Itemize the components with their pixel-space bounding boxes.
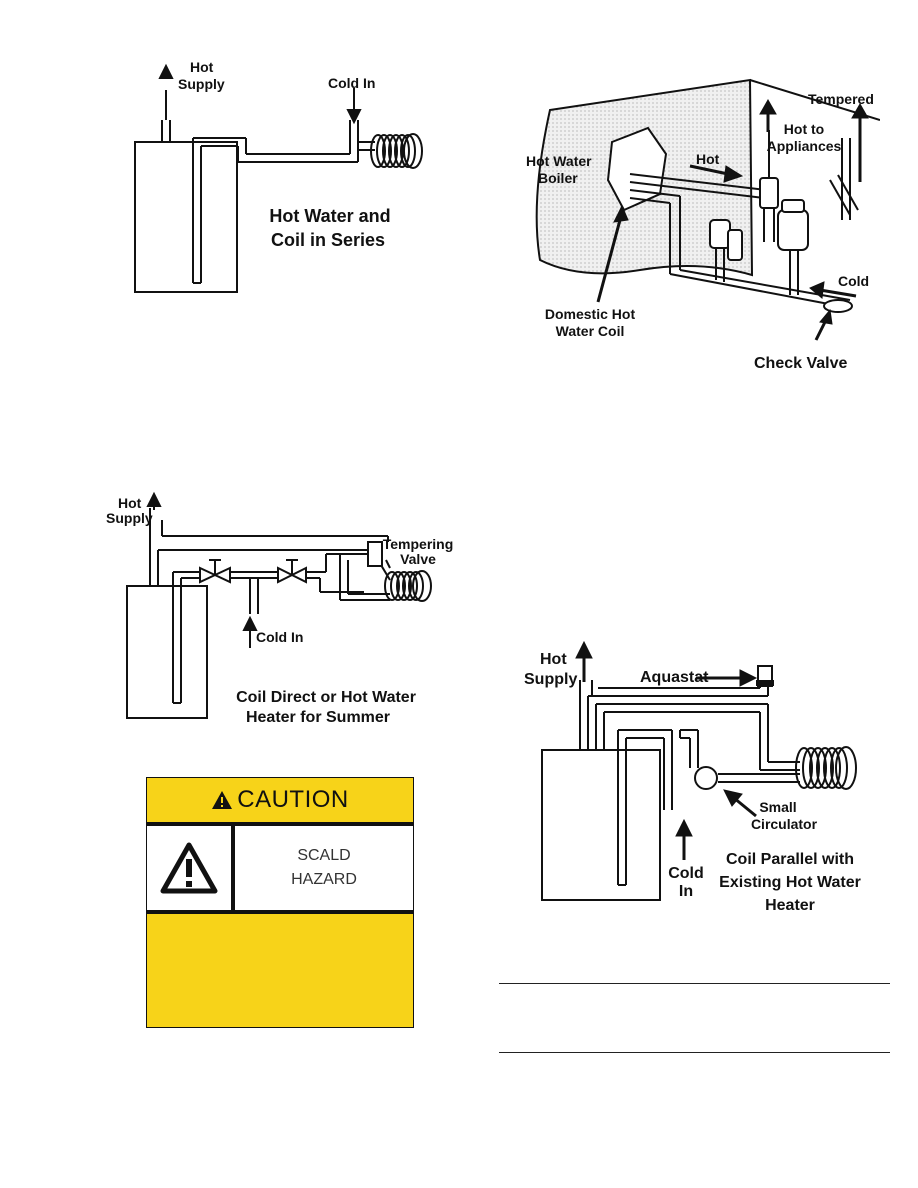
valve-1-icon (199, 566, 218, 584)
coil-icon (384, 570, 432, 602)
cold-in-label: Cold In (328, 75, 375, 91)
tempering-valve-body (777, 209, 809, 251)
caution-label: CAUTION SCALD HAZARD (146, 777, 414, 1028)
coil-arrow-icon (596, 219, 622, 303)
check-valve-label: Check Valve (754, 355, 848, 372)
warning-triangle-icon (160, 842, 218, 894)
caution-message: SCALD HAZARD (235, 826, 413, 910)
valve-2-icon (277, 566, 295, 584)
caution-header: CAUTION (147, 778, 413, 826)
check-valve-arrow-icon (814, 319, 828, 341)
aquastat-label: Aquastat (640, 669, 709, 686)
divider-bottom (499, 1052, 890, 1053)
caution-title: CAUTION (237, 786, 349, 813)
hot-arrow-icon (689, 164, 729, 176)
check-valve-body (823, 299, 853, 313)
divider-top (499, 983, 890, 984)
tempered-label: Tempered (808, 91, 874, 107)
circulator-arrow-icon (733, 796, 757, 818)
water-heater-tank (541, 749, 661, 901)
circulator-icon (694, 766, 718, 790)
hot-label: Hot (696, 151, 720, 167)
coil-icon (370, 133, 423, 169)
caution-body: SCALD HAZARD (147, 826, 413, 914)
caution-line-2: HAZARD (291, 871, 357, 888)
coil-icon (795, 746, 857, 790)
warning-symbol-cell (147, 826, 231, 910)
cold-label: Cold (838, 273, 869, 289)
tempering-valve-icon (367, 541, 383, 567)
cold-arrow-icon (819, 288, 857, 298)
water-heater-tank (134, 141, 238, 293)
cold-in-label: Cold In (256, 629, 303, 645)
water-heater-tank (126, 585, 208, 719)
warning-triangle-icon (212, 791, 233, 809)
caution-line-1: SCALD (297, 847, 351, 864)
